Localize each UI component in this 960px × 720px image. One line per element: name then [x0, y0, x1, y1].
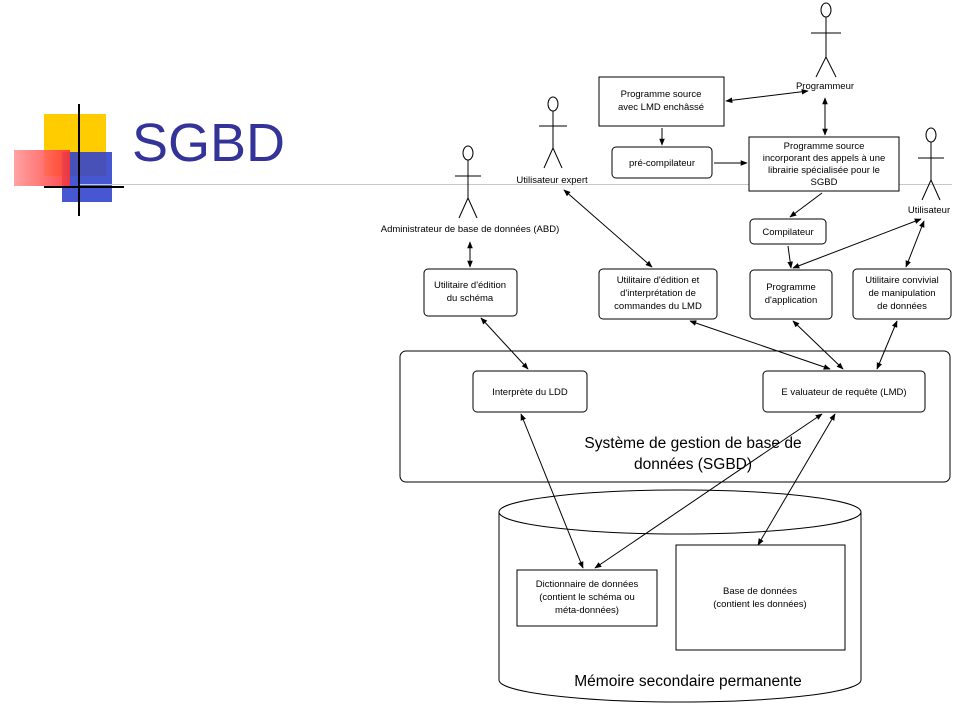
box-programme-source-appels: Programme source incorporant des appels …	[748, 136, 900, 192]
box-text: avec LMD enchâssé	[618, 102, 704, 113]
sgbd-container-label-2: données (SGBD)	[634, 456, 752, 473]
box-text: Programme source	[621, 89, 702, 100]
decoration-blue-square	[62, 152, 112, 202]
box-text: Programme source	[784, 141, 865, 152]
box-text: de données	[877, 301, 927, 312]
box-base-donnees: Base de données (contient les données)	[675, 544, 846, 651]
actor-abd-label: Administrateur de base de données (ABD)	[381, 224, 560, 235]
decoration-vertical-line	[78, 104, 80, 216]
box-text: librairie spécialisée pour le	[768, 165, 880, 176]
actor-utilisateur-icon	[918, 127, 944, 201]
box-interprete-ldd: Interprète du LDD	[472, 370, 588, 413]
actor-expert-label: Utilisateur expert	[516, 175, 588, 186]
box-programme-application: Programme d'application	[749, 269, 833, 320]
actor-programmeur-icon	[811, 2, 841, 78]
box-text: E valuateur de requête (LMD)	[781, 387, 906, 398]
decoration-red-square	[14, 150, 70, 186]
box-text: incorporant des appels à une	[763, 153, 886, 164]
box-text: du schéma	[447, 293, 494, 304]
box-text: Base de données	[723, 586, 797, 597]
slide-title: SGBD	[132, 113, 286, 173]
title-underline	[80, 184, 952, 185]
actor-expert-icon	[539, 96, 567, 169]
actor-programmeur-label: Programmeur	[796, 81, 854, 92]
box-text: Dictionnaire de données	[536, 579, 639, 590]
box-text: Utilitaire d'édition	[434, 280, 506, 291]
box-text: d'interprétation de	[620, 288, 696, 299]
box-text: méta-données)	[555, 605, 619, 616]
box-compilateur: Compilateur	[749, 218, 827, 245]
box-dictionnaire: Dictionnaire de données (contient le sch…	[516, 569, 658, 627]
box-text: Compilateur	[762, 227, 813, 238]
box-text: SGBD	[811, 177, 838, 188]
box-text: commandes du LMD	[614, 301, 702, 312]
box-utilitaire-lmd: Utilitaire d'édition et d'interprétation…	[598, 268, 718, 320]
box-utilitaire-convivial: Utilitaire convivial de manipulation de …	[852, 268, 952, 320]
box-text: Interprète du LDD	[492, 387, 568, 398]
box-text: Programme	[766, 282, 816, 293]
box-text: (contient le schéma ou	[539, 592, 635, 603]
box-text: Utilitaire convivial	[865, 275, 938, 286]
decoration-horizontal-line	[44, 186, 124, 188]
box-text: Utilitaire d'édition et	[617, 275, 700, 286]
box-programme-source-lmd: Programme source avec LMD enchâssé	[598, 76, 725, 127]
box-text: de manipulation	[868, 288, 935, 299]
box-precompilateur: pré-compilateur	[611, 146, 713, 179]
actor-abd-icon	[455, 145, 481, 219]
memoire-label: Mémoire secondaire permanente	[574, 673, 801, 690]
box-text: d'application	[765, 295, 818, 306]
box-text: (contient les données)	[713, 599, 806, 610]
box-text: pré-compilateur	[629, 158, 695, 169]
arrows	[467, 88, 925, 569]
box-evaluateur-requete: E valuateur de requête (LMD)	[762, 370, 926, 413]
actor-utilisateur-label: Utilisateur	[908, 205, 950, 216]
box-utilitaire-schema: Utilitaire d'édition du schéma	[423, 268, 518, 317]
